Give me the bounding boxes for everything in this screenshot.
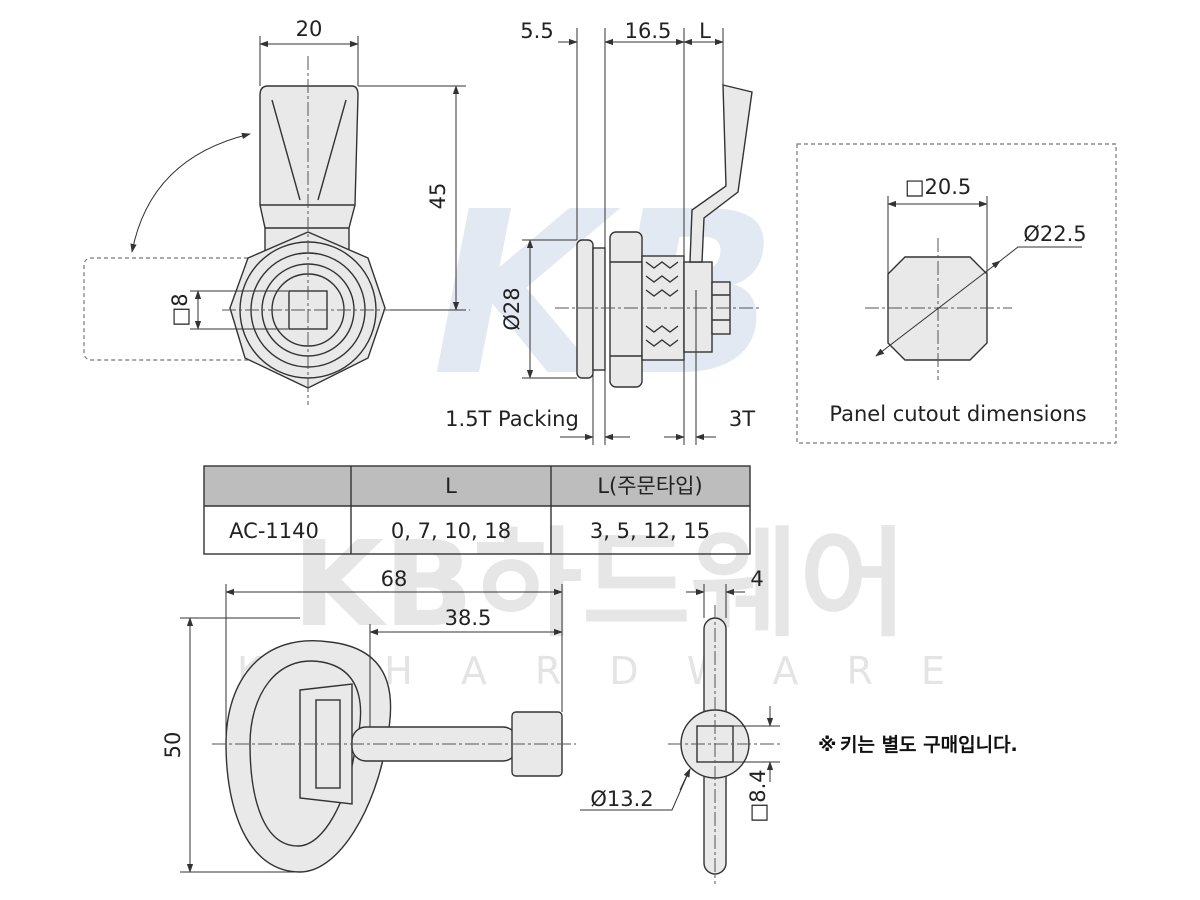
key-front-view: 68 38.5 50 — [161, 567, 576, 873]
flange — [576, 239, 594, 379]
dim-lock-height: 45 — [426, 183, 450, 210]
lever — [259, 85, 359, 263]
rotated-lever-outline — [83, 257, 262, 361]
panel-cutout: □20.5 Ø22.5 Panel cutout dimensions — [796, 143, 1117, 444]
lock-side-view: 5.5 16.5 L Ø28 1.5T Packing 3T — [445, 19, 760, 445]
note-symbol: ※ — [818, 734, 836, 756]
table-cell-l: 0, 7, 10, 18 — [391, 519, 511, 543]
dim-packing: 1.5T Packing — [445, 407, 579, 431]
table-cell-model: AC-1140 — [229, 519, 319, 543]
dim-panel-thickness: 3T — [729, 407, 755, 431]
side-hex-nut — [609, 231, 643, 388]
dim-key-thickness: 4 — [750, 567, 763, 591]
dim-cutout-square: □20.5 — [905, 175, 972, 199]
dim-key-shaft: 38.5 — [445, 606, 492, 630]
cutout-frame — [796, 143, 1117, 444]
table-header-l-order: L(주문타입) — [597, 474, 702, 498]
dim-offset: 5.5 — [520, 19, 553, 43]
dim-lock-width: 20 — [296, 17, 323, 41]
dim-variable-length: L — [699, 19, 711, 43]
key-side-view: 4 Ø13.2 □8.4 — [580, 567, 780, 884]
key-note: ※ 키는 별도 구매입니다. — [818, 734, 1018, 756]
lock-front-view: 20 45 □8 — [83, 17, 470, 405]
table-cell-l-order: 3, 5, 12, 15 — [590, 519, 710, 543]
dim-cutout-diameter: Ø22.5 — [1023, 222, 1086, 246]
dim-key-boss: Ø13.2 — [590, 787, 653, 811]
rotation-arc — [130, 132, 251, 253]
side-lever — [689, 84, 753, 263]
table-header-l: L — [445, 474, 457, 498]
packing — [592, 247, 606, 371]
dim-square-drive: □8 — [168, 293, 192, 326]
dim-diameter: Ø28 — [500, 287, 524, 330]
note-text: 키는 별도 구매입니다. — [840, 734, 1018, 756]
dim-body-length: 16.5 — [625, 19, 672, 43]
dim-key-height: 50 — [161, 732, 185, 759]
dim-key-length: 68 — [381, 567, 408, 591]
key-head — [299, 683, 353, 805]
spec-table: L L(주문타입) AC-1140 0, 7, 10, 18 3, 5, 12,… — [203, 465, 751, 555]
cutout-caption: Panel cutout dimensions — [829, 402, 1086, 426]
dim-key-square-hole: □8.4 — [746, 769, 770, 822]
